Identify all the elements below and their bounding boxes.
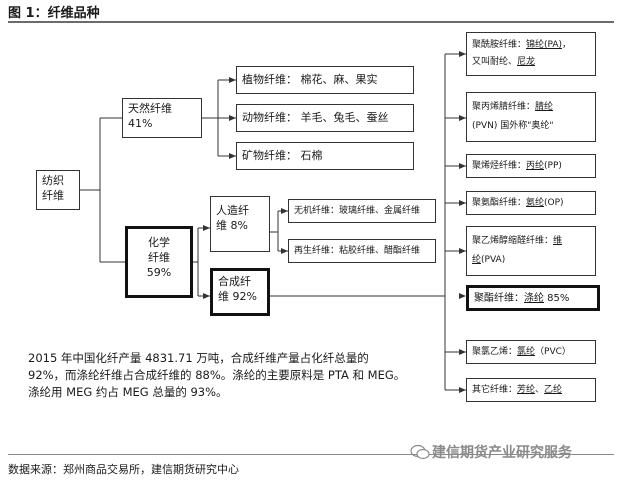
polyvinyl-chloride-box: 聚氯乙烯：氯纶（PVC）	[466, 340, 596, 364]
fiber-name: 锦纶(PA)	[526, 40, 563, 50]
box-label: 59%	[146, 266, 172, 279]
other-fiber-box: 其它纤维：芳纶、乙纶	[466, 378, 596, 402]
box-label: 又叫耐纶、	[472, 57, 518, 67]
box-label: 其它纤维：	[472, 385, 518, 395]
polyolefin-fiber-box: 聚烯烃纤维：丙纶(PP)	[466, 154, 596, 178]
box-label: 聚酯纤维：	[474, 293, 524, 304]
footer-divider	[8, 454, 614, 455]
regenerated-fiber-box: 再生纤维：粘胶纤维、醋酯纤维	[288, 239, 436, 263]
fiber-name: 芳纶	[517, 385, 536, 395]
production-note: 2015 年中国化纤产量 4831.71 万吨，合成纤维产量占化纤总量的 92%…	[28, 350, 448, 401]
box-label: 合成纤	[218, 275, 251, 288]
arrowhead	[281, 248, 288, 254]
animal-fiber-box: 动物纤维： 羊毛、兔毛、蚕丝	[236, 104, 414, 132]
polyurethane-fiber-box: 聚氨酯纤维：氨纶(OP)	[466, 191, 596, 215]
polyacrylonitrile-fiber-box: 聚丙烯腈纤维：腈纶 (PVN) 国外称"奥纶"	[466, 92, 596, 142]
box-label: 聚丙烯腈纤维：	[472, 102, 536, 112]
box-label: 人造纤	[216, 204, 249, 217]
arrowhead	[459, 349, 466, 355]
box-label: 41%	[128, 117, 153, 130]
box-label: 聚乙烯醇缩醛纤维：	[472, 236, 554, 246]
textile-fiber-box: 纺织 纤维	[36, 170, 80, 210]
natural-fiber-box: 天然纤维 41%	[122, 98, 202, 138]
arrowhead	[459, 51, 466, 57]
box-label: (PVA)	[481, 255, 506, 265]
mineral-fiber-box: 矿物纤维： 石棉	[236, 142, 414, 170]
arrowhead	[459, 248, 466, 254]
arrowhead	[203, 225, 210, 231]
box-label: (PVN) 国外称"奥纶"	[472, 121, 554, 131]
box-label: 化学	[148, 236, 170, 249]
fiber-name: 腈纶	[535, 102, 554, 112]
inorganic-fiber-box: 无机纤维：玻璃纤维、金属纤维	[288, 199, 436, 223]
arrowhead	[459, 115, 466, 121]
arrowhead	[459, 293, 466, 299]
box-label: 纺织	[42, 174, 64, 187]
arrowhead	[459, 387, 466, 393]
fiber-name: 乙纶	[544, 385, 563, 395]
arrowhead	[229, 115, 236, 121]
box-label: 纤维	[42, 189, 64, 202]
box-label: 聚氯乙烯：	[472, 347, 518, 357]
plant-fiber-box: 植物纤维： 棉花、麻、果实	[236, 66, 414, 94]
synthetic-fiber-box: 合成纤 维 92%	[210, 268, 270, 316]
fiber-name: 氯纶	[517, 347, 536, 357]
fiber-name: 氨纶	[526, 198, 545, 208]
fiber-name: 涤纶	[524, 293, 544, 304]
box-label: (OP)	[544, 198, 564, 208]
box-label: 天然纤维	[128, 102, 172, 115]
box-label: 85%	[544, 293, 570, 304]
box-label: 聚烯烃纤维：	[472, 161, 527, 171]
polyvinyl-acetal-fiber-box: 聚乙烯醇缩醛纤维：维 纶(PVA)	[466, 226, 596, 276]
box-label: 聚酰胺纤维：	[472, 40, 527, 50]
arrowhead	[229, 153, 236, 159]
box-label: 纤维	[148, 251, 170, 264]
polyamide-fiber-box: 聚酰胺纤维：锦纶(PA)， 又叫耐纶、尼龙	[466, 32, 596, 76]
arrowhead	[203, 293, 210, 299]
manmade-fiber-box: 人造纤 维 8%	[210, 196, 270, 252]
fiber-name: 纶	[472, 255, 482, 265]
box-label: 聚氨酯纤维：	[472, 198, 527, 208]
fiber-name: 丙纶	[526, 161, 545, 171]
figure-title: 图 1：纤维品种	[8, 6, 100, 21]
box-label: 、	[535, 385, 545, 395]
data-source: 数据来源：郑州商品交易所，建信期货研究中心	[8, 463, 239, 476]
note-line: 92%，而涤纶纤维占合成纤维的 88%。涤纶的主要原料是 PTA 和 MEG。	[28, 368, 406, 382]
wechat-icon	[410, 444, 430, 460]
polyester-fiber-box: 聚酯纤维：涤纶 85%	[466, 285, 600, 311]
title-divider	[8, 21, 614, 23]
arrowhead	[459, 200, 466, 206]
box-label: （PVC）	[535, 347, 571, 357]
arrowhead	[281, 208, 288, 214]
arrowhead	[229, 77, 236, 83]
fiber-name: 尼龙	[517, 57, 536, 67]
fiber-name: 维	[553, 236, 563, 246]
note-line: 涤纶用 MEG 约占 MEG 总量的 93%。	[28, 385, 228, 399]
note-line: 2015 年中国化纤产量 4831.71 万吨，合成纤维产量占化纤总量的	[28, 351, 369, 365]
watermark: 建信期货产业研究服务	[432, 445, 572, 461]
box-label: 维 92%	[218, 290, 257, 303]
box-label: 维 8%	[216, 219, 248, 232]
chemical-fiber-box: 化学 纤维 59%	[125, 226, 193, 298]
box-label: ，	[562, 40, 572, 50]
arrowhead	[459, 163, 466, 169]
box-label: (PP)	[544, 161, 562, 171]
